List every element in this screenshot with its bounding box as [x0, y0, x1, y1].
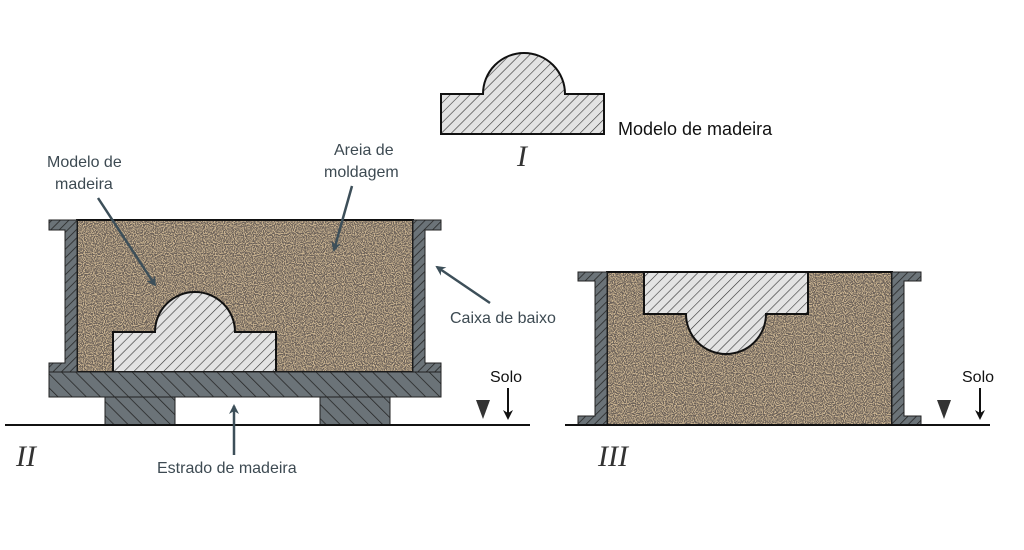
pallet-label: Estrado de madeira: [157, 460, 297, 477]
pallet-block-left: [104, 396, 176, 426]
sand-label-2: moldagem: [324, 164, 399, 181]
figure-i-wood-pattern: Modelo de madeira I: [440, 52, 773, 173]
ground-label: Solo: [962, 369, 994, 386]
figure-iii-numeral: III: [597, 440, 630, 473]
ground-level-marker-icon: [476, 400, 490, 419]
flask-walls: [48, 219, 442, 373]
flask-label: Caixa de baixo: [450, 310, 556, 327]
ground-label: Solo: [490, 369, 522, 386]
ground-level-marker-icon: [937, 400, 951, 419]
figure-ii-drag-flask: Solo Modelo de madeira Areia de moldagem…: [5, 142, 556, 477]
base-plate: [48, 371, 442, 398]
pattern-label-1: Modelo de: [47, 154, 122, 171]
figure-i-label: Modelo de madeira: [618, 119, 773, 139]
wood-pattern-half: [112, 291, 277, 373]
pallet-block-right: [319, 396, 391, 426]
figure-i-numeral: I: [516, 140, 529, 173]
figure-ii-numeral: II: [15, 440, 38, 473]
wood-pattern-half: [643, 271, 809, 355]
flask-walls: [577, 271, 922, 426]
figure-iii-inverted-flask: Solo III: [565, 271, 994, 473]
pattern-label-2: madeira: [55, 176, 113, 193]
sand-label-1: Areia de: [334, 142, 394, 159]
